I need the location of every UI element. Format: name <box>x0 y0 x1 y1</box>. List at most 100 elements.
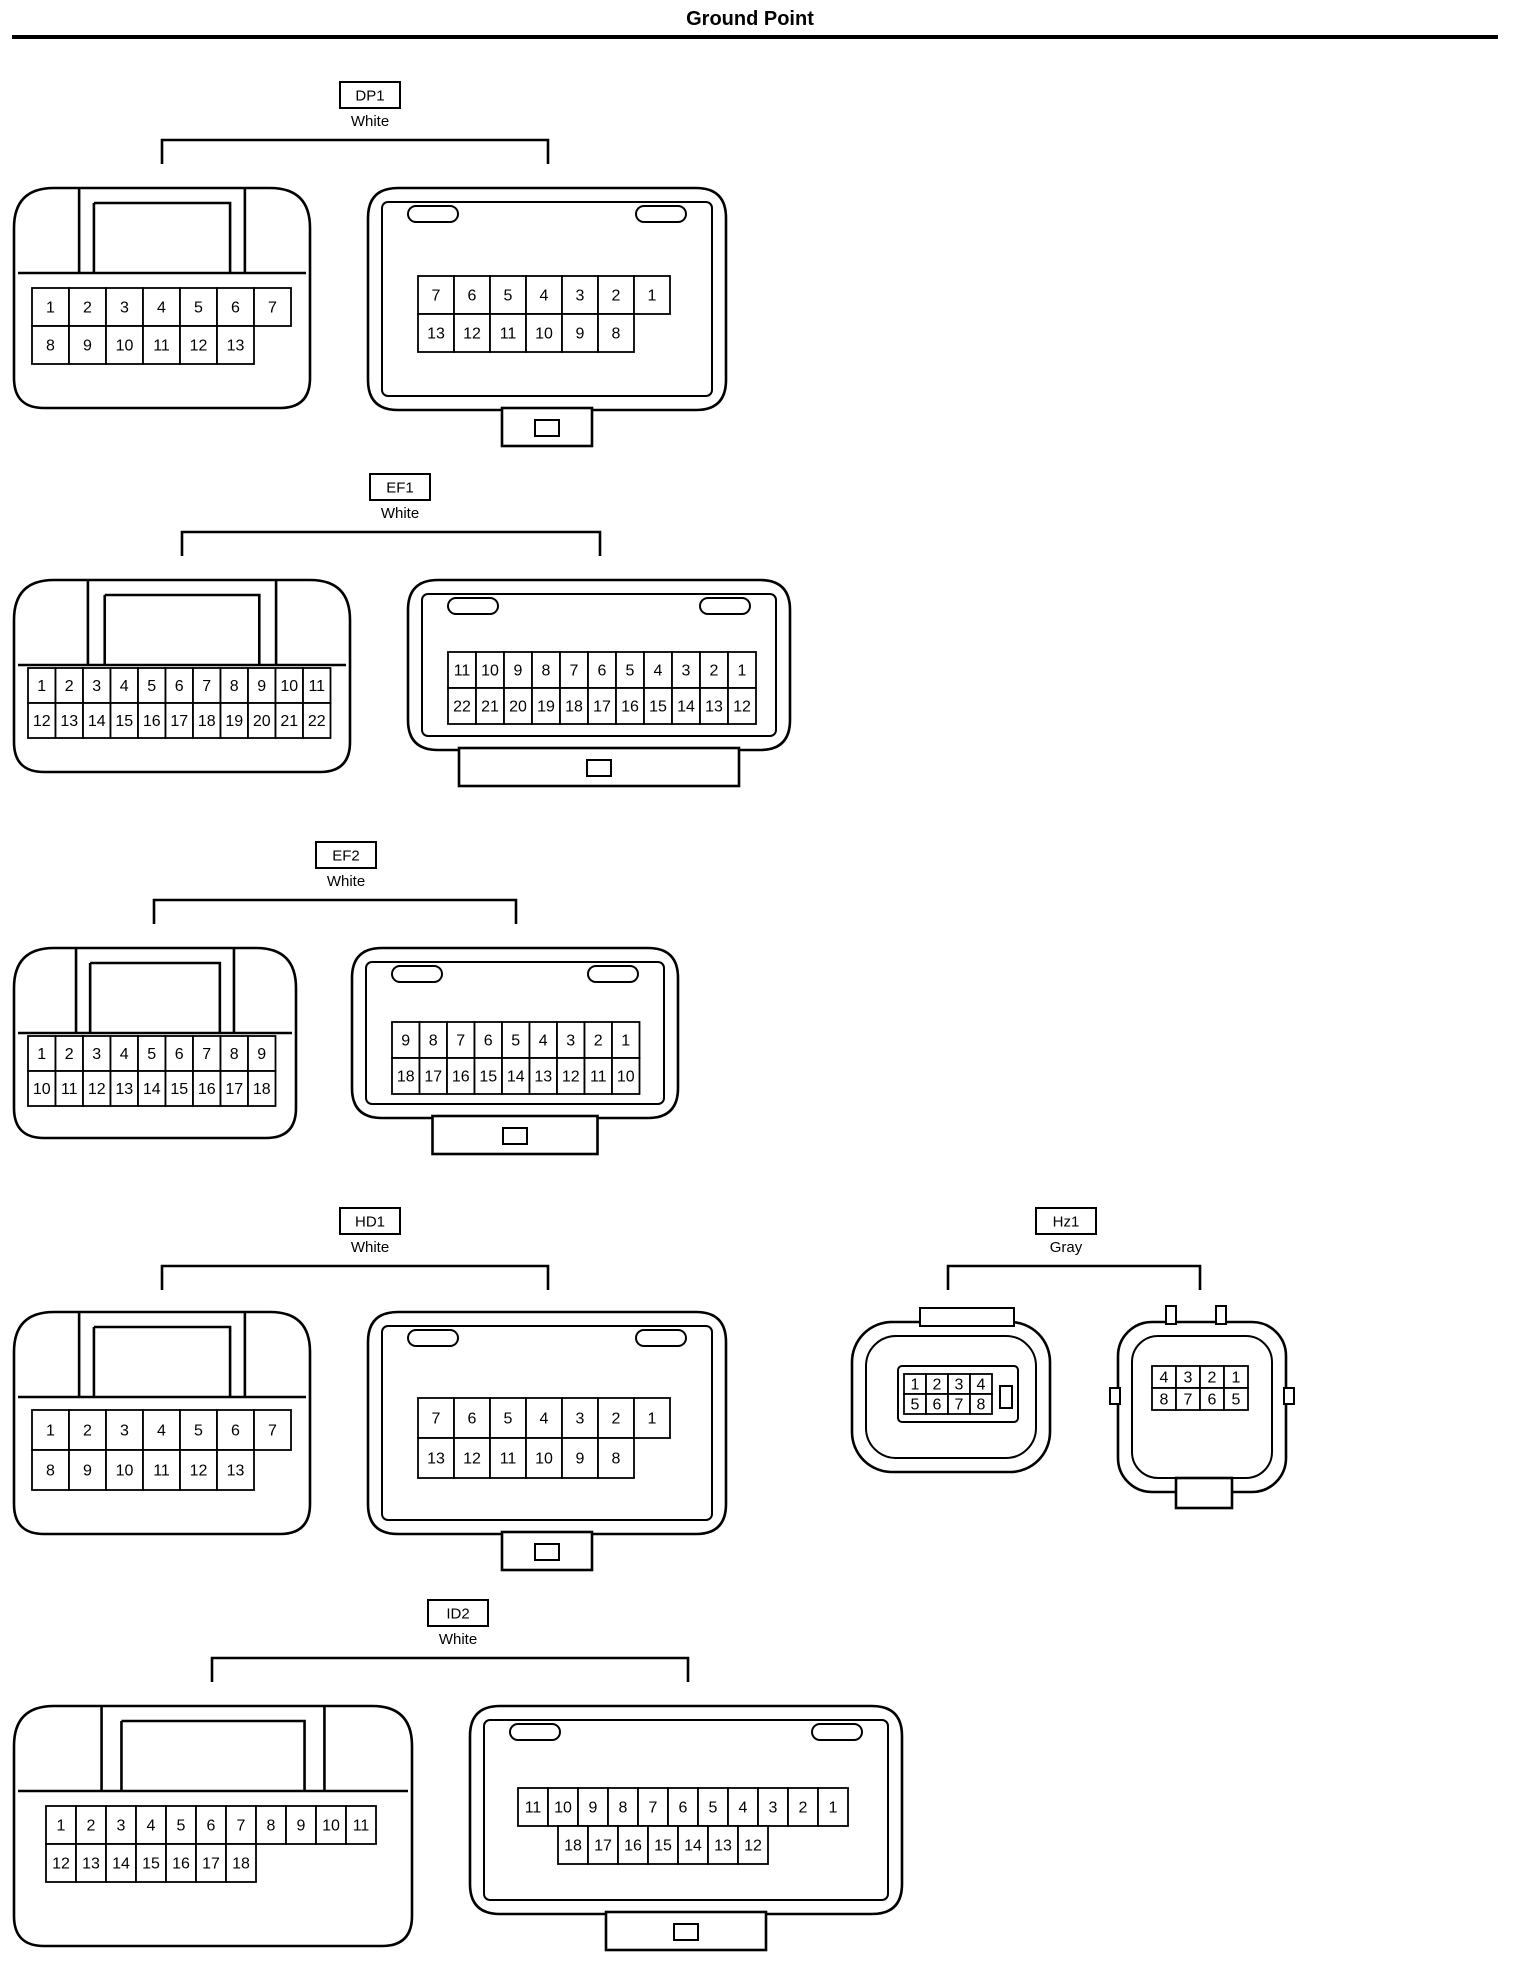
pin-number: 15 <box>479 1069 497 1086</box>
pin-number: 8 <box>230 678 239 695</box>
pin-number: 17 <box>593 699 611 716</box>
pin-cell <box>45 1843 77 1883</box>
pin-number: 12 <box>33 713 51 730</box>
housing-lock <box>120 1719 306 1791</box>
pin-number: 4 <box>147 1818 156 1835</box>
pin-number: 10 <box>481 663 499 680</box>
housing-key-right <box>811 1723 863 1741</box>
pin-number: 9 <box>514 663 523 680</box>
pin-number: 4 <box>157 1423 166 1440</box>
pin-number: 15 <box>142 1856 160 1873</box>
housing-key <box>999 1385 1013 1409</box>
pin-number: 1 <box>648 288 657 305</box>
pin-cell <box>597 1397 635 1439</box>
pin-number: 5 <box>911 1397 920 1414</box>
pin-number: 5 <box>177 1818 186 1835</box>
pin-cell <box>615 687 645 725</box>
housing-lock-release <box>586 759 612 777</box>
pin-cell <box>179 1409 218 1451</box>
pin-number: 12 <box>190 1463 208 1480</box>
pin-cell <box>274 667 304 704</box>
pin-number: 9 <box>589 1800 598 1817</box>
pin-number: 12 <box>733 699 751 716</box>
connector-id: DP1 <box>355 88 384 105</box>
pin-number: 10 <box>554 1800 572 1817</box>
pin-cell <box>68 1449 107 1491</box>
pin-cell <box>82 702 112 739</box>
pin-number: 10 <box>116 1463 134 1480</box>
pin-number: 12 <box>88 1081 106 1098</box>
housing-key-right <box>635 1329 687 1347</box>
pin-number: 22 <box>453 699 471 716</box>
pin-number: 7 <box>432 1411 441 1428</box>
pin-number: 21 <box>481 699 499 716</box>
pin-cell <box>75 1843 107 1883</box>
pin-number: 4 <box>540 288 549 305</box>
pin-cell <box>587 687 617 725</box>
pin-number: 18 <box>397 1069 415 1086</box>
pin-cell <box>817 1787 849 1827</box>
pin-number: 17 <box>202 1856 220 1873</box>
connector-id: ID2 <box>446 1606 469 1623</box>
pin-number: 8 <box>977 1397 986 1414</box>
pin-number: 7 <box>268 300 277 317</box>
pin-number: 21 <box>280 713 298 730</box>
pin-cell <box>633 275 671 315</box>
pin-cell <box>561 1437 599 1479</box>
pin-number: 4 <box>739 1800 748 1817</box>
pin-number: 5 <box>194 1423 203 1440</box>
pin-number: 19 <box>537 699 555 716</box>
pin-cell <box>417 275 455 315</box>
pin-number: 13 <box>82 1856 100 1873</box>
pin-number: 14 <box>143 1081 161 1098</box>
pin-number: 3 <box>566 1033 575 1050</box>
pin-number: 10 <box>33 1081 51 1098</box>
pin-number: 15 <box>654 1838 672 1855</box>
pin-number: 12 <box>463 326 481 343</box>
housing-lock <box>103 593 261 665</box>
pin-number: 13 <box>534 1069 552 1086</box>
pin-number: 2 <box>594 1033 603 1050</box>
pin-number: 5 <box>504 1411 513 1428</box>
pin-number: 2 <box>65 1046 74 1063</box>
pin-number: 9 <box>257 1046 266 1063</box>
pin-number: 6 <box>933 1397 942 1414</box>
housing-key-left <box>447 597 499 615</box>
pin-cell <box>253 287 292 327</box>
pin-number: 11 <box>153 338 170 355</box>
pin-cell <box>216 325 255 365</box>
pin-number: 18 <box>198 713 216 730</box>
pin-number: 2 <box>65 678 74 695</box>
pin-number: 8 <box>612 326 621 343</box>
pin-cell <box>503 687 533 725</box>
pin-number: 6 <box>468 1411 477 1428</box>
pin-cell <box>647 1825 679 1865</box>
connector-color: White <box>439 1631 477 1648</box>
pin-number: 14 <box>507 1069 525 1086</box>
pin-cell <box>135 1805 167 1845</box>
pin-cell <box>142 325 181 365</box>
pin-number: 16 <box>143 713 161 730</box>
pin-number: 7 <box>237 1818 246 1835</box>
pin-number: 3 <box>120 1423 129 1440</box>
pin-cell <box>164 702 194 739</box>
connector-id-box <box>369 473 431 501</box>
pin-cell <box>617 1825 649 1865</box>
pin-number: 7 <box>649 1800 658 1817</box>
pin-number: 4 <box>120 1046 129 1063</box>
pin-cell <box>225 1805 257 1845</box>
pin-number: 3 <box>117 1818 126 1835</box>
pin-number: 17 <box>594 1838 612 1855</box>
housing-lock-tab <box>500 406 594 448</box>
pin-cell <box>475 687 505 725</box>
pin-cell <box>447 687 477 725</box>
pin-cell <box>274 702 304 739</box>
pin-cell <box>216 1449 255 1491</box>
pin-number: 11 <box>500 1451 517 1468</box>
pin-number: 8 <box>230 1046 239 1063</box>
